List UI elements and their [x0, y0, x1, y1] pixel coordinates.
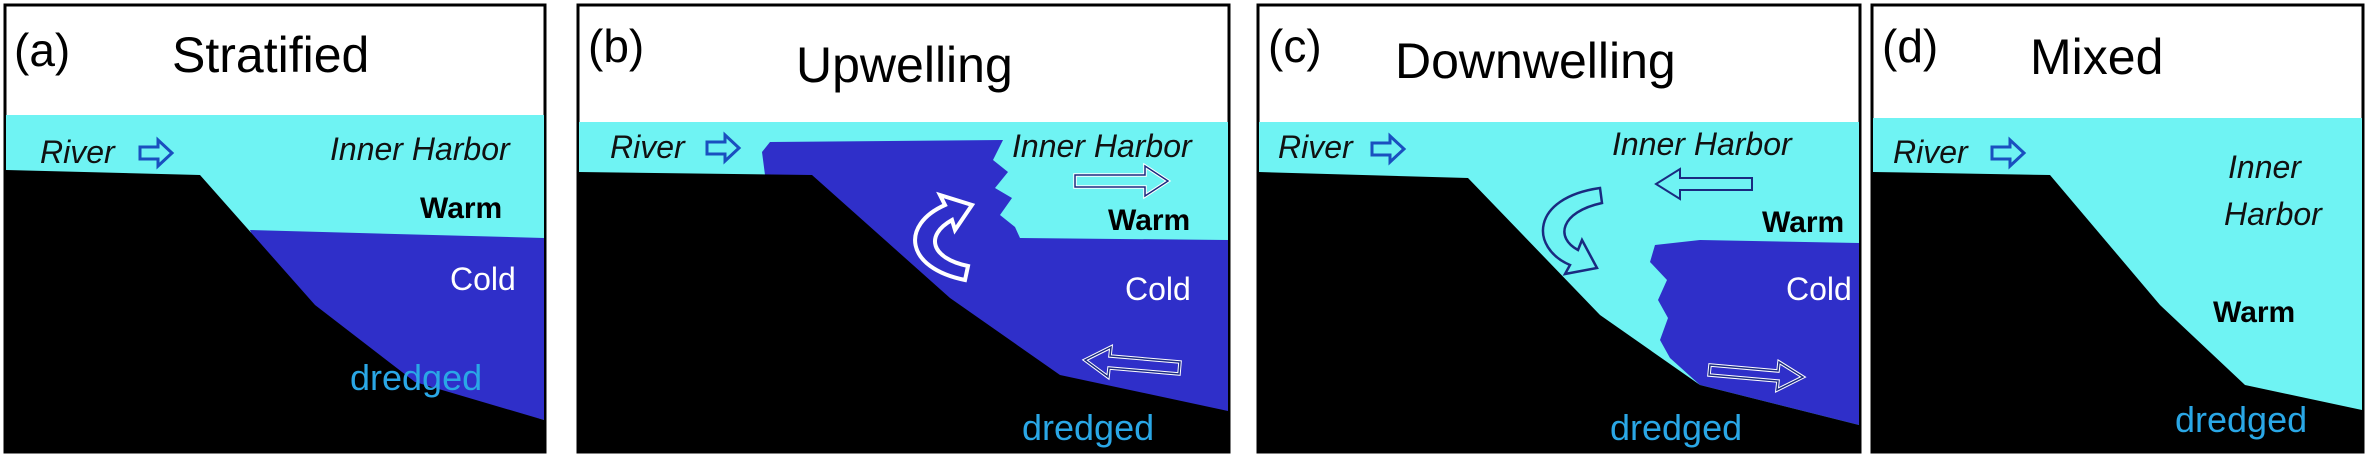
- right-arrow-icon: [1370, 132, 1407, 166]
- curved-circulation-arrow-icon: [1541, 186, 1604, 276]
- panel-a-warm-label: Warm: [420, 192, 502, 225]
- panel-d-title: Mixed: [2030, 29, 2163, 85]
- panel-d-dredged-label: dredged: [2175, 399, 2307, 440]
- panel-b-tag: (b): [588, 20, 644, 72]
- flow-left-arrow-icon: [1654, 167, 1753, 201]
- panel-b-cold-label: Cold: [1125, 271, 1191, 307]
- panel-a-cold-label: Cold: [450, 261, 516, 297]
- panel-a-seabed: [6, 170, 544, 451]
- panel-b-upwelling: (b) Upwelling River Inner Harbor Warm Co…: [576, 3, 1231, 454]
- panel-c-warm-label: Warm: [1762, 206, 1844, 239]
- right-arrow-icon: [705, 131, 742, 165]
- panel-d-warm-label: Warm: [2213, 296, 2295, 329]
- panel-b-river-label: River: [610, 129, 686, 165]
- panel-c-cold-water: [1650, 240, 1859, 425]
- panel-a-dredged-label: dredged: [350, 357, 482, 398]
- panel-c-river-label: River: [1278, 129, 1354, 165]
- panel-a-cold-water: [250, 230, 544, 420]
- curved-circulation-arrow-icon: [913, 191, 976, 283]
- panel-b-dredged-label: dredged: [1022, 407, 1154, 448]
- right-arrow-icon: [138, 136, 175, 170]
- panel-a-harbor-label: Inner Harbor: [330, 131, 511, 167]
- panel-c-cold-label: Cold: [1786, 271, 1852, 307]
- panel-b-warm-label: Warm: [1108, 204, 1190, 237]
- panel-d-harbor-label-line1: Inner: [2228, 149, 2302, 185]
- panel-c-dredged-label: dredged: [1610, 407, 1742, 448]
- panel-b-harbor-label: Inner Harbor: [1012, 128, 1193, 164]
- panel-c-seabed: [1259, 172, 1859, 451]
- panel-a-river-label: River: [40, 134, 116, 170]
- panel-d-tag: (d): [1882, 20, 1938, 72]
- flow-right-arrow-icon: [1707, 359, 1807, 394]
- panel-d-mixed: (d) Mixed River Inner Harbor Warm dredge…: [1870, 3, 2365, 454]
- panel-a-stratified: (a) Stratified River Inner Harbor Warm C…: [3, 3, 547, 454]
- panel-c-downwelling: (c) Downwelling River Inner Harbor Warm …: [1256, 3, 1862, 454]
- panel-a-title: Stratified: [172, 27, 369, 83]
- panel-c-title: Downwelling: [1395, 33, 1676, 89]
- panel-d-harbor-label-line2: Harbor: [2224, 196, 2323, 232]
- panel-b-seabed: [579, 172, 1228, 451]
- panel-a-tag: (a): [14, 24, 70, 76]
- flow-left-arrow-icon: [1081, 343, 1182, 381]
- flow-right-arrow-icon: [1073, 162, 1172, 200]
- panel-b-title: Upwelling: [796, 37, 1013, 93]
- panel-d-seabed: [1873, 172, 2362, 451]
- panel-c-harbor-label: Inner Harbor: [1612, 126, 1793, 162]
- panel-d-river-label: River: [1893, 134, 1969, 170]
- right-arrow-icon: [1990, 136, 2027, 170]
- panel-c-tag: (c): [1268, 20, 1322, 72]
